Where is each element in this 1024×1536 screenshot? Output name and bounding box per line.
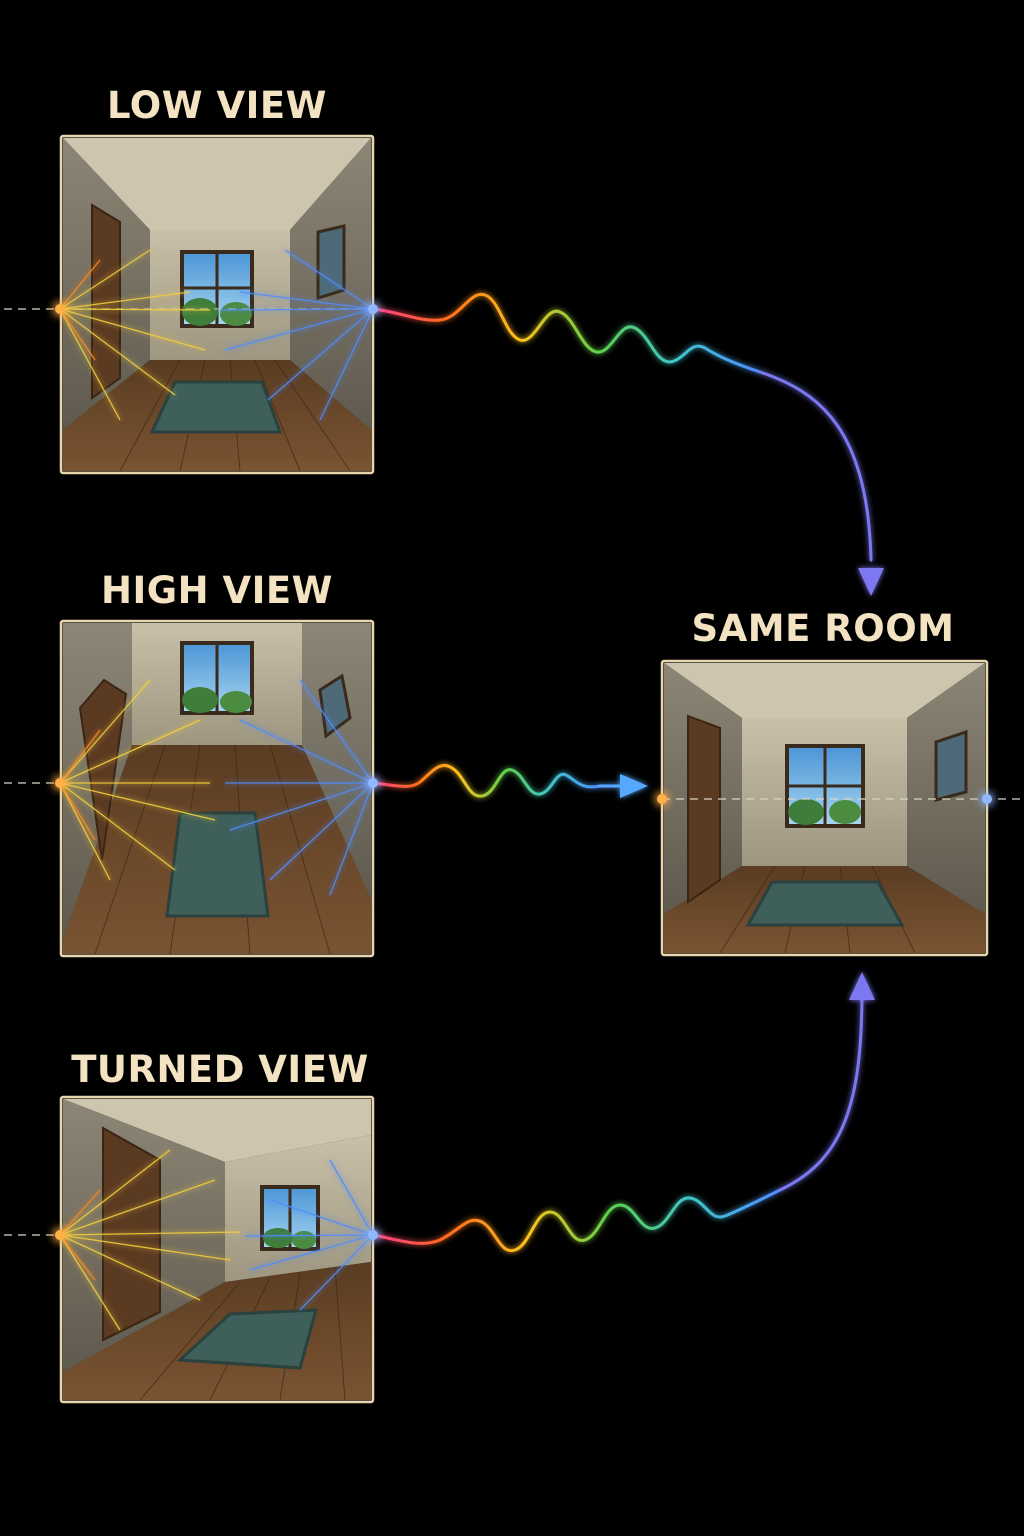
arrowhead-down-icon <box>858 568 884 596</box>
same-room-label: SAME ROOM <box>692 607 955 650</box>
low-view-label: LOW VIEW <box>107 84 327 127</box>
turned-left-focal-dot-icon <box>55 1230 65 1240</box>
high-left-focal-dot-icon <box>55 778 65 788</box>
arrowhead-up-icon <box>849 972 875 1000</box>
turned-view-panel <box>59 1095 375 1404</box>
low-left-focal-dot-icon <box>55 304 65 314</box>
low-view-arrow-curve <box>758 370 873 562</box>
same-right-focal-dot-icon <box>982 794 992 804</box>
dashed-baselines <box>4 308 1020 1236</box>
wave-connectors <box>371 292 873 1253</box>
high-view-rays <box>59 679 374 896</box>
turned-view-wave <box>371 1188 782 1253</box>
low-right-focal-dot-icon <box>368 304 378 314</box>
low-view-panel <box>59 134 375 475</box>
turned-right-focal-dot-icon <box>368 1230 378 1240</box>
high-view-wave <box>371 763 602 798</box>
low-view-rays <box>59 249 374 421</box>
turned-view-rays <box>59 1149 374 1331</box>
same-left-focal-dot-icon <box>657 794 667 804</box>
low-view-wave <box>371 292 762 374</box>
focal-points <box>55 304 992 1240</box>
turned-view-label: TURNED VIEW <box>71 1048 369 1091</box>
turned-view-arrow-curve <box>778 988 864 1192</box>
same-room-panel <box>660 659 989 957</box>
high-view-panel <box>59 619 375 958</box>
arrowhead-right-icon <box>620 774 648 798</box>
high-right-focal-dot-icon <box>368 778 378 788</box>
high-view-label: HIGH VIEW <box>101 569 333 612</box>
